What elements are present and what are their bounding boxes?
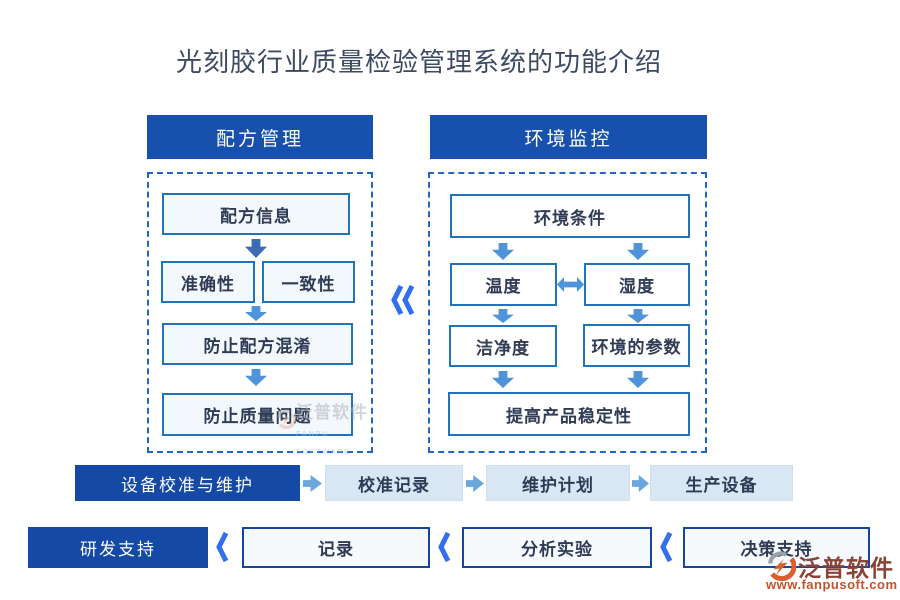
- calibration-row-header: 设备校准与维护: [75, 465, 300, 501]
- box-analysis-experiment: 分析实验: [462, 527, 652, 568]
- box-maintenance-plan: 维护计划: [486, 465, 630, 501]
- box-product-stability: 提高产品稳定性: [448, 392, 690, 436]
- box-decision-support: 决策支持: [683, 527, 870, 568]
- left-chevron-icon: [215, 531, 229, 563]
- box-accuracy: 准确性: [161, 261, 255, 303]
- center-watermark: 泛普软件 FANPU SOFTWARE: [276, 403, 371, 456]
- box-recipe-info: 配方信息: [162, 193, 350, 235]
- double-left-chevron-icon: [391, 283, 415, 317]
- box-environment-condition: 环境条件: [450, 194, 690, 238]
- watermark-brand-text: 泛普软件: [798, 555, 894, 581]
- recipe-panel-header: 配方管理: [147, 115, 373, 159]
- box-temperature: 温度: [450, 263, 557, 306]
- recipe-panel-container: [147, 172, 373, 453]
- rnd-row-header: 研发支持: [28, 527, 208, 568]
- page-title: 光刻胶行业质量检验管理系统的功能介绍: [175, 46, 662, 77]
- box-humidity: 湿度: [584, 263, 690, 306]
- left-chevron-icon: [437, 531, 451, 563]
- box-records: 记录: [242, 527, 430, 568]
- watermark-brand-text: 泛普软件: [296, 403, 368, 422]
- environment-panel-container: [428, 172, 707, 453]
- box-env-parameters: 环境的参数: [583, 324, 690, 367]
- left-chevron-icon: [659, 531, 673, 563]
- bidirectional-arrow-icon: [557, 277, 584, 292]
- fanpu-logo-icon: [276, 409, 296, 429]
- right-arrow-icon: [632, 475, 649, 492]
- box-prevent-confusion: 防止配方混淆: [162, 323, 353, 365]
- environment-panel-header: 环境监控: [430, 115, 707, 159]
- box-calibration-records: 校准记录: [325, 465, 463, 501]
- box-prevent-quality-issue: 防止质量问题: [162, 393, 353, 436]
- right-arrow-icon: [466, 475, 484, 492]
- watermark-brand-en-text: FANPU SOFTWARE: [296, 429, 351, 456]
- fanpu-logo-icon: [766, 551, 796, 581]
- watermark-url-text: www.fanpusoft.com: [766, 577, 898, 592]
- right-arrow-icon: [303, 475, 322, 492]
- box-consistency: 一致性: [262, 261, 355, 303]
- box-cleanliness: 洁净度: [449, 325, 557, 367]
- box-production-equipment: 生产设备: [650, 465, 793, 501]
